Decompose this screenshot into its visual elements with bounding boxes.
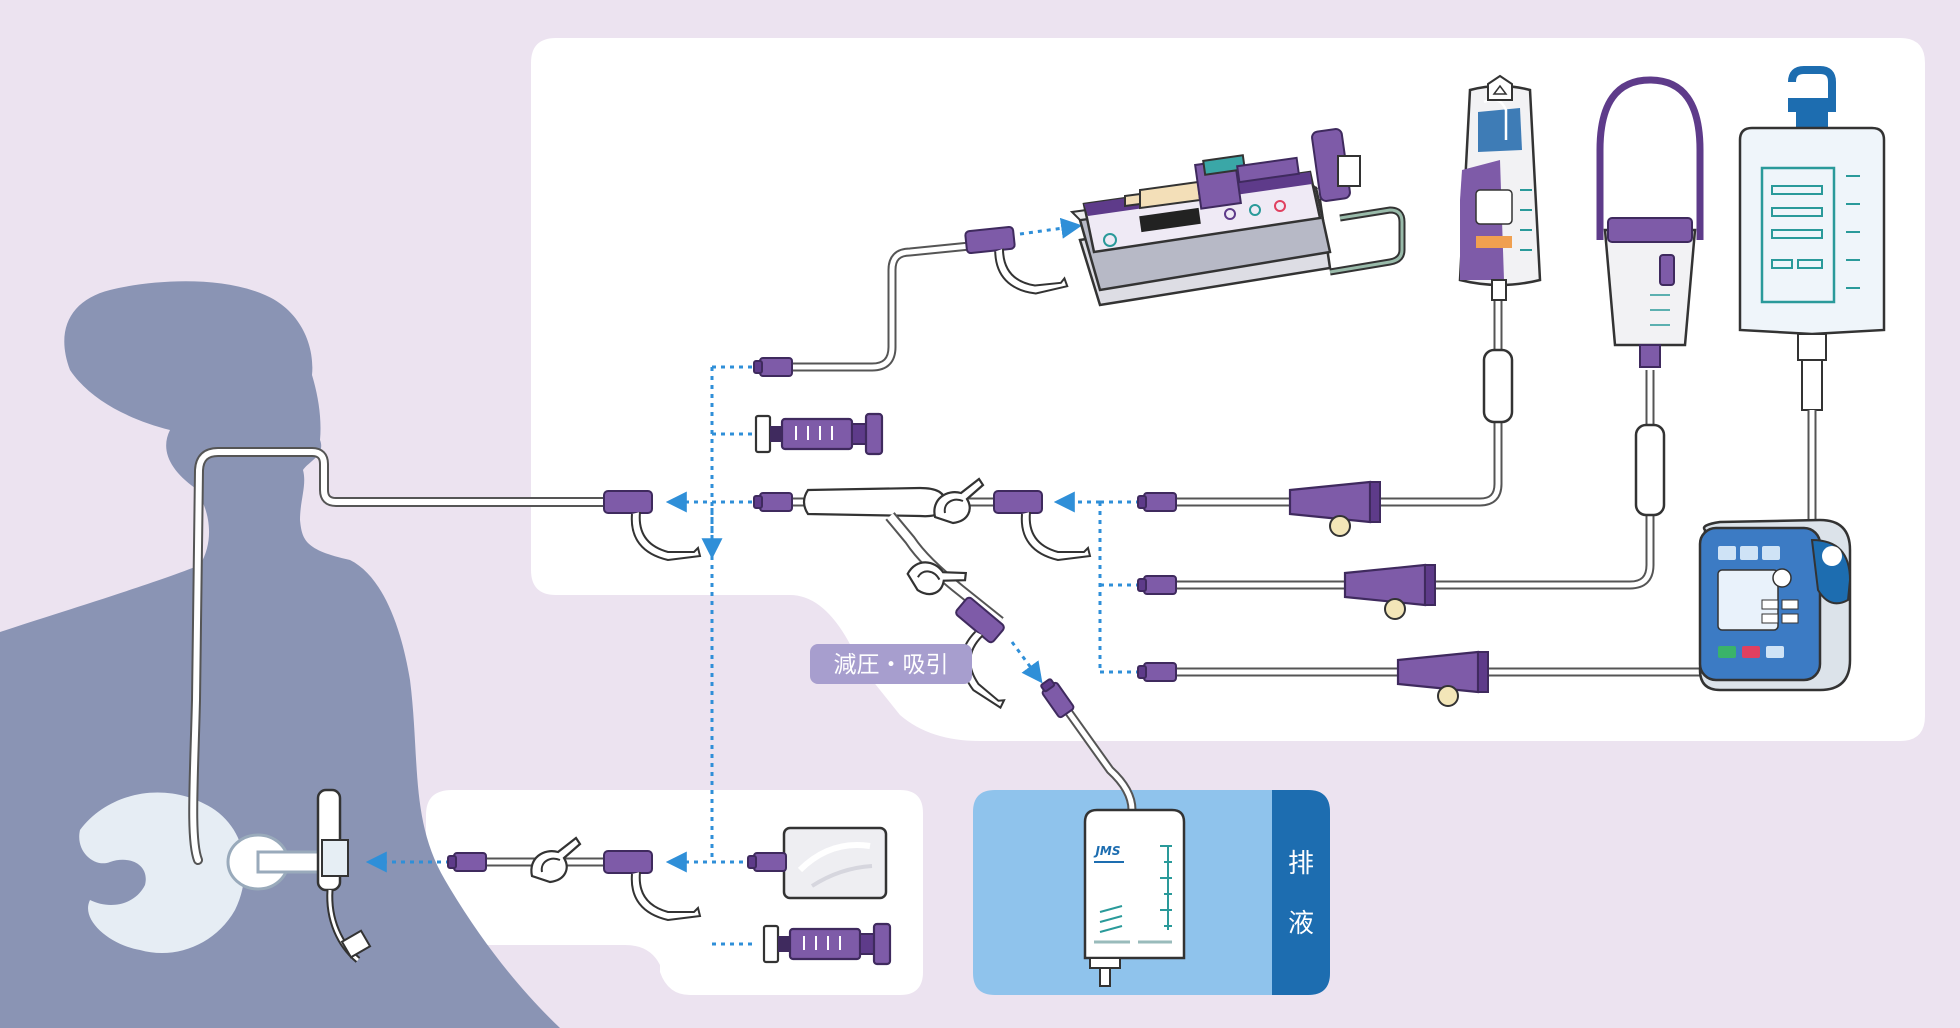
drainage-label-char-2: 液 — [1288, 909, 1314, 939]
feeding-line-2-connector[interactable] — [1137, 575, 1177, 595]
feeding-line-3-connector[interactable] — [1137, 662, 1177, 682]
gastrostomy-button — [226, 788, 372, 963]
y-extension-left-connector[interactable] — [753, 492, 793, 512]
feeding-line-1-connector[interactable] — [1137, 492, 1177, 512]
decompression-suction-label: 減圧・吸引 — [810, 644, 972, 684]
enteral-feeding-pump — [1698, 518, 1852, 692]
drain-bag-logo: JMS — [1093, 844, 1120, 858]
connection-guide-lines-left — [365, 365, 752, 946]
drainage-label-char-1: 排 — [1288, 849, 1314, 879]
drainage-bag: JMS — [1083, 808, 1186, 987]
enteral-feeding-bag — [1458, 74, 1542, 301]
pump-feeding-bag — [1738, 66, 1886, 540]
feeding-line-2-roller[interactable] — [1634, 423, 1666, 517]
liquid-pouch — [782, 826, 888, 900]
button-extension-left-connector[interactable] — [447, 852, 487, 872]
decompression-suction-text: 減圧・吸引 — [834, 652, 949, 678]
gravity-feeding-bottle — [1596, 76, 1704, 368]
syringe-pump — [1069, 128, 1406, 307]
liquid-pouch-connector[interactable] — [747, 852, 787, 872]
feeding-line-1-roller[interactable] — [1482, 348, 1514, 424]
y-extension-set — [790, 486, 1010, 627]
pump-line-end-connector[interactable] — [753, 357, 793, 377]
stomach-shape — [79, 792, 245, 954]
main-panel — [531, 38, 1925, 741]
